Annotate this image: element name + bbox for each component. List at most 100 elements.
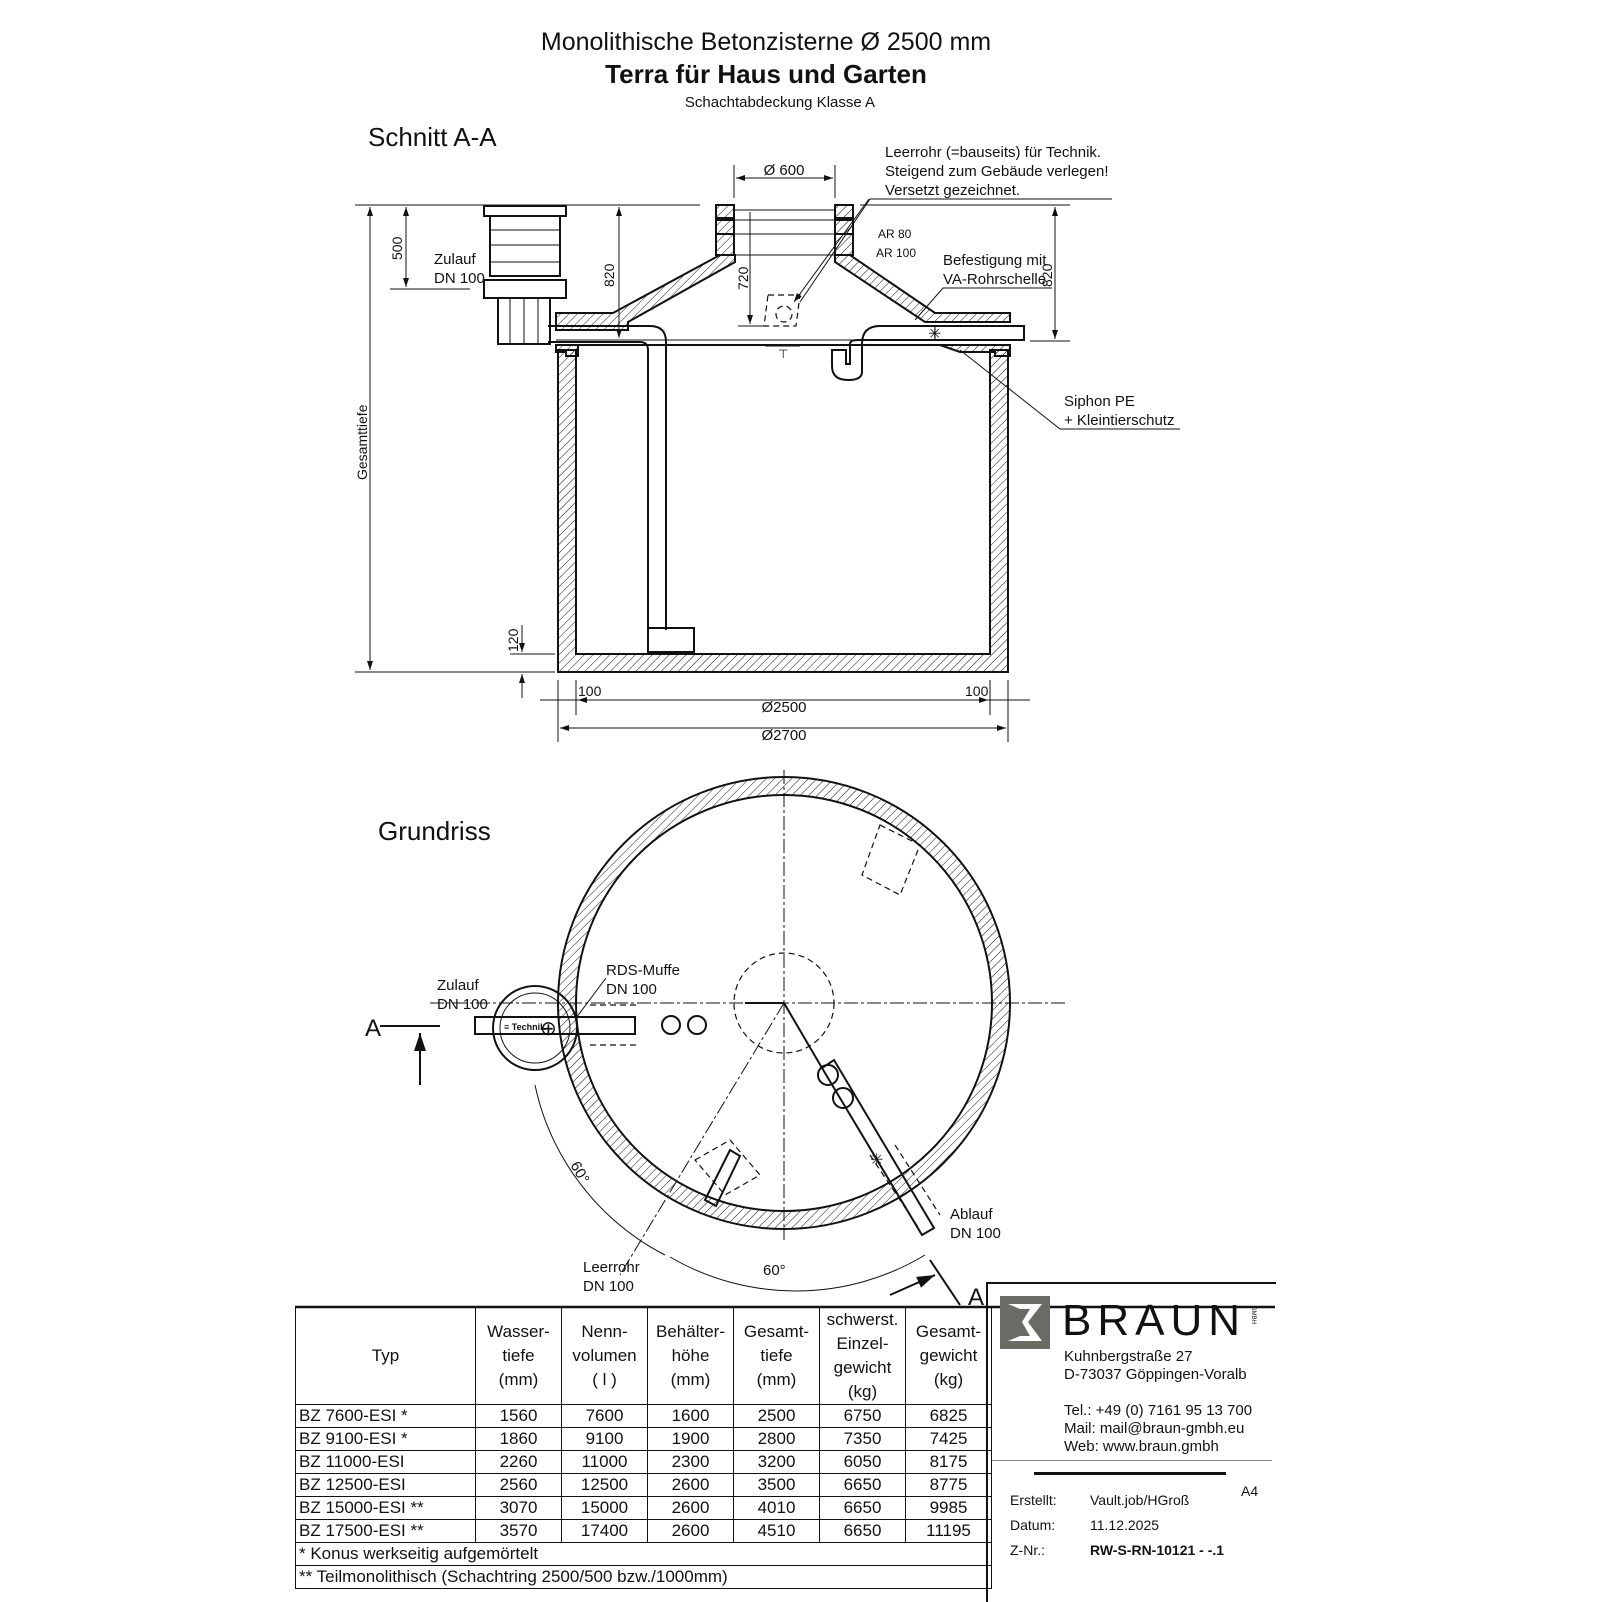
cell-typ: BZ 15000-ESI ** (295, 1496, 476, 1520)
col-einzelgewicht: schwerst.Einzel-gewicht(kg) (819, 1307, 906, 1405)
dim-gesamttiefe: Gesamttiefe (354, 404, 370, 480)
clamp-star-icon: ✳ (928, 326, 941, 343)
datum-value: 11.12.2025 (1090, 1517, 1160, 1533)
inlet-pipe (548, 325, 667, 630)
svg-text:⊕: ⊕ (540, 1018, 557, 1040)
ablauf-label-1: Ablauf (950, 1206, 993, 1223)
zulauf-label-1: Zulauf (434, 251, 477, 268)
befestigung-label-1: Befestigung mit (943, 252, 1047, 269)
col-nennvolumen: Nenn-volumen( l ) (561, 1307, 648, 1405)
conduit-hidden (763, 294, 801, 327)
table-cell: 11195 (905, 1519, 992, 1543)
znr-label: Z-Nr.: (1010, 1542, 1045, 1558)
table-cell: 3500 (733, 1473, 820, 1497)
section-title: Schnitt A-A (368, 122, 497, 152)
city: D-73037 Göppingen-Voralb (1064, 1366, 1247, 1383)
brand-suffix: GMBH (1250, 1306, 1256, 1324)
email-link[interactable]: Mail: mail@braun-gmbh.eu (1064, 1420, 1245, 1437)
erstellt-label: Erstellt: (1010, 1492, 1057, 1508)
table-cell: 3570 (475, 1519, 562, 1543)
znr-value: RW-S-RN-10121 - -.1 (1090, 1542, 1225, 1558)
table-cell: 8175 (905, 1450, 992, 1474)
dim-d2700: Ø2700 (761, 727, 806, 744)
inlet-pipe-plan (474, 1016, 636, 1035)
table-cell: 6650 (819, 1496, 906, 1520)
section-mark-a-left: A (365, 1015, 381, 1042)
cover-slab-left (555, 254, 736, 331)
ring-ar100-left (715, 233, 735, 256)
table-cell: 6750 (819, 1404, 906, 1428)
table-cell: 3200 (733, 1450, 820, 1474)
footnote-2: ** Teilmonolithisch (Schachtring 2500/50… (295, 1565, 992, 1589)
overflow-siphon (831, 325, 1025, 382)
svg-text:✳: ✳ (870, 1152, 883, 1169)
table-cell: 12500 (561, 1473, 648, 1497)
street: Kuhnbergstraße 27 (1064, 1348, 1193, 1365)
befestigung-label-2: VA-Rohrschelle (943, 271, 1046, 288)
dim-720: 720 (735, 266, 751, 290)
leerrohr-label-2: DN 100 (583, 1278, 634, 1295)
table-cell: 1560 (475, 1404, 562, 1428)
table-cell: 7425 (905, 1427, 992, 1451)
table-cell: 7600 (561, 1404, 648, 1428)
dim-820-left: 820 (601, 263, 617, 287)
dim-120: 120 (505, 628, 521, 652)
title-block: BRAUN GMBH Kuhnbergstraße 27 D-73037 Göp… (986, 1282, 1276, 1602)
table-cell: 2600 (647, 1496, 734, 1520)
table-cell: 9100 (561, 1427, 648, 1451)
braun-logo (1000, 1296, 1050, 1349)
section-view: Schnitt A-A ✳ (354, 122, 1180, 744)
siphon-label-1: Siphon PE (1064, 393, 1135, 410)
table-cell: 9985 (905, 1496, 992, 1520)
leerrohr-note-2: Steigend zum Gebäude verlegen! (885, 163, 1108, 180)
table-cell: 4010 (733, 1496, 820, 1520)
svg-text:⊤: ⊤ (778, 347, 788, 361)
table-cell: 2600 (647, 1473, 734, 1497)
dim-100-left: 100 (578, 683, 602, 699)
inlet-filter (483, 205, 567, 345)
brand-name: BRAUN (1062, 1296, 1247, 1345)
table-cell: 15000 (561, 1496, 648, 1520)
table-cell: 2500 (733, 1404, 820, 1428)
table-cell: 1600 (647, 1404, 734, 1428)
table-cell: 6650 (819, 1519, 906, 1543)
angle-arc-2 (669, 1254, 926, 1292)
outlet-pipe-plan (820, 1058, 936, 1237)
zulauf-label-2: DN 100 (434, 270, 485, 287)
dim-500: 500 (389, 236, 405, 260)
erstellt-value: Vault.job/HGroß (1090, 1492, 1190, 1508)
section-mark-a-right: A (968, 1284, 984, 1311)
calmed-inlet (647, 627, 695, 653)
cell-typ: BZ 7600-ESI * (295, 1404, 476, 1428)
table-cell: 2300 (647, 1450, 734, 1474)
col-gesamttiefe: Gesamt-tiefe(mm) (733, 1307, 820, 1405)
table-cell: 8775 (905, 1473, 992, 1497)
cell-typ: BZ 11000-ESI (295, 1450, 476, 1474)
angle-label-2: 60° (763, 1262, 786, 1279)
table-cell: 17400 (561, 1519, 648, 1543)
table-cell: 6825 (905, 1404, 992, 1428)
paper-format: A4 (1241, 1483, 1259, 1499)
web-link[interactable]: Web: www.braun.gmbh (1064, 1438, 1219, 1455)
drawing-note: Schachtabdeckung Klasse A (685, 94, 875, 111)
leerrohr-note-3: Versetzt gezeichnet. (885, 182, 1020, 199)
ablauf-label-2: DN 100 (950, 1225, 1001, 1242)
col-wassertiefe: Wasser-tiefe(mm) (475, 1307, 562, 1405)
slab-support-right (939, 344, 1011, 357)
footnote-1: * Konus werkseitig aufgemörtelt (295, 1542, 992, 1566)
table-cell: 6650 (819, 1473, 906, 1497)
ring-ar80-right (834, 219, 854, 235)
ring-ar80-left (715, 219, 735, 235)
datum-label: Datum: (1010, 1517, 1056, 1533)
siphon-label-2: + Kleintierschutz (1064, 412, 1174, 429)
table-cell: 6050 (819, 1450, 906, 1474)
col-gesamtgewicht: Gesamt-gewicht(kg) (905, 1307, 992, 1405)
dim-d2500: Ø2500 (761, 699, 806, 716)
table-cell: 7350 (819, 1427, 906, 1451)
table-cell: 2560 (475, 1473, 562, 1497)
dim-d600: Ø 600 (764, 162, 805, 179)
